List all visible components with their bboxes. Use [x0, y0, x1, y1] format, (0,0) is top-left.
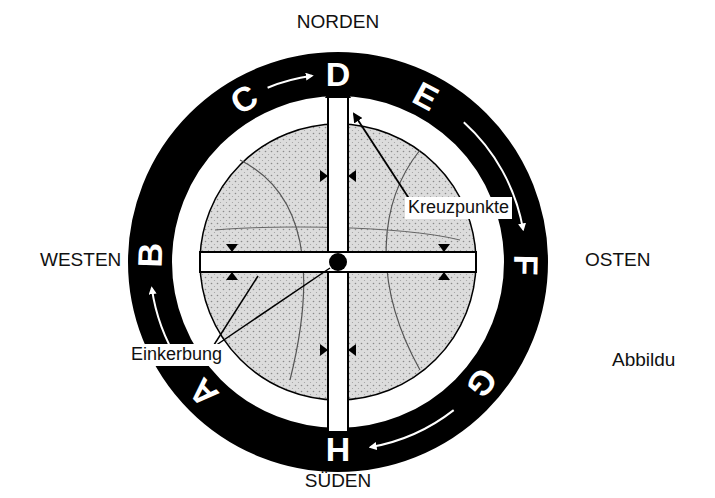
- ring-letter: A: [182, 372, 224, 413]
- leader-line: [212, 268, 330, 348]
- ring-letter: B: [133, 243, 168, 269]
- ring-letter: E: [408, 76, 444, 117]
- ring-arrow: [371, 410, 454, 447]
- ring-letter: F: [509, 255, 543, 276]
- callout-label: Kreuzpunkte: [405, 197, 512, 219]
- direction-label: SÜDEN: [305, 471, 372, 492]
- center-pivot: [329, 253, 347, 271]
- ring-letter: C: [225, 78, 263, 120]
- ring-letter: G: [460, 362, 503, 404]
- cross-center: [329, 253, 347, 271]
- bezel-ring: [150, 74, 526, 450]
- callout-label: Einkerbung: [128, 344, 225, 366]
- cross-bar: [200, 252, 476, 272]
- leader-line: [354, 114, 410, 200]
- direction-label: OSTEN: [585, 250, 650, 271]
- ring-arrow: [268, 76, 312, 88]
- leader-line: [212, 276, 258, 348]
- direction-label: NORDEN: [297, 12, 379, 33]
- ring-letter: D: [326, 57, 351, 91]
- ring-letter: H: [326, 433, 351, 467]
- cross-bar: [328, 92, 348, 432]
- figure-label: Abbildu: [612, 350, 675, 371]
- direction-label: WESTEN: [40, 250, 121, 271]
